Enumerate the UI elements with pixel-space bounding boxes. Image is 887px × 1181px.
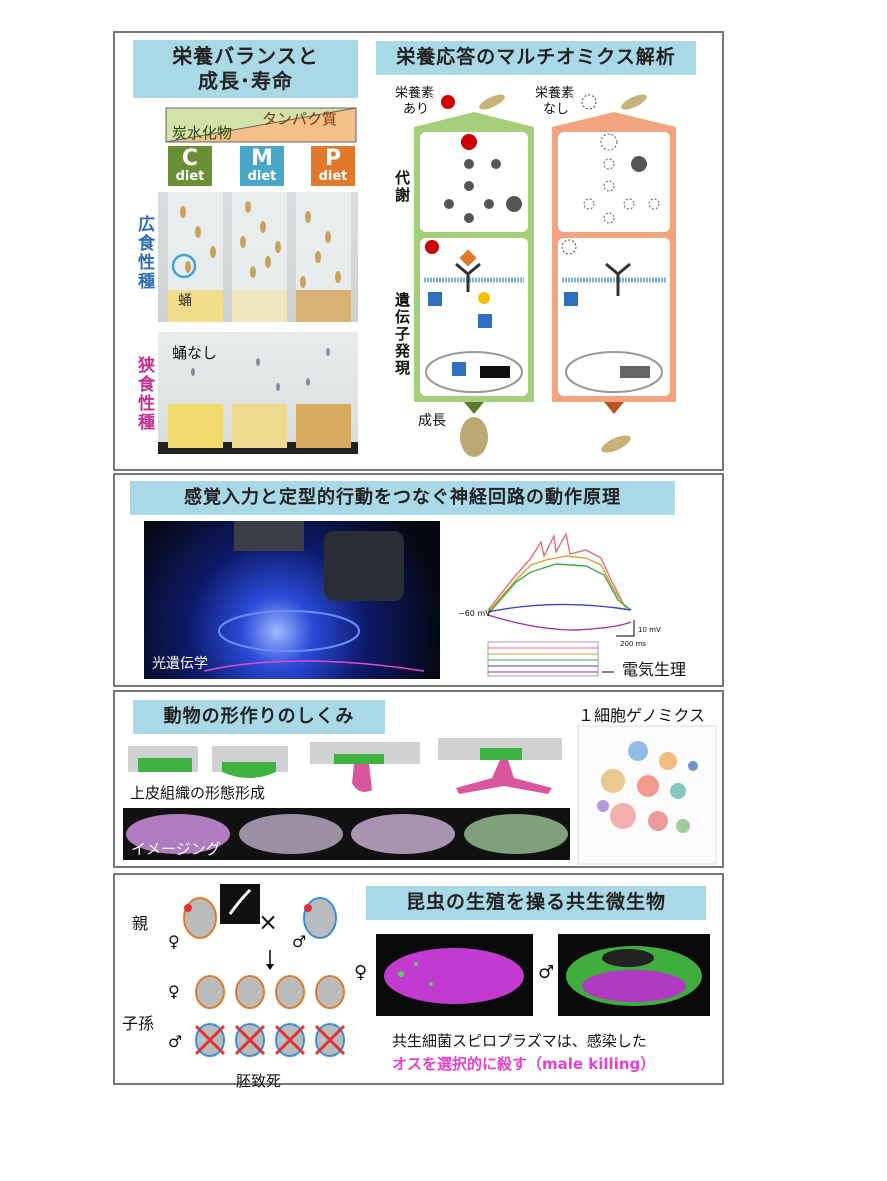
growth-label: 成長 (418, 413, 446, 429)
lethal-label: 胚致死 (236, 1072, 282, 1090)
diet-p-letter: P (324, 146, 342, 171)
imaging-label: イメージング (131, 840, 221, 858)
symbiont-desc-line2: オスを選択的に殺す（male killing） (392, 1055, 656, 1073)
pupa-label: 蛹 (178, 293, 192, 309)
parent-female-symbol: ♀ (168, 932, 180, 951)
diet-m-word: diet (247, 169, 277, 184)
offspring-female-symbol: ♀ (168, 982, 180, 1001)
diet-m-letter: M (251, 146, 273, 171)
diet-p-word: diet (318, 169, 348, 184)
neural-title: 感覚入力と定型的行動をつなぐ神経回路の動作原理 (130, 481, 675, 515)
nutrient-absent-line2: なし (543, 102, 570, 117)
embryo-female-symbol: ♀ (354, 962, 368, 983)
generalist-vials-photo (158, 192, 358, 322)
carb-label: 炭水化物 (172, 124, 233, 142)
diet-c-word: diet (175, 169, 205, 184)
cross-symbol: × (258, 908, 279, 936)
nutrition-title-line2: 成長･寿命 (198, 69, 293, 93)
imaging-strip: イメージング (123, 808, 570, 860)
epithelial-label: 上皮組織の形態形成 (130, 784, 266, 802)
optogenetics-photo: 光遺伝学 (144, 521, 440, 679)
specialist-label: 狭食性種 (134, 356, 154, 432)
mating-cross-drawing (183, 884, 346, 1057)
gene-expression-label: 遺伝子発現 (393, 292, 411, 377)
single-cell-genomics-label: １細胞ゲノミクス (578, 706, 706, 725)
nutrient-gradient-triangle (165, 107, 357, 143)
electrophysiology-label: 電気生理 (622, 660, 687, 679)
morphogenesis-title: 動物の形作りのしくみ (133, 700, 385, 734)
offspring-male-symbol: ♂ (168, 1032, 183, 1051)
electrophysiology-traces (487, 531, 635, 677)
specialist-vials-photo (158, 332, 358, 454)
symbiont-desc-line1: 共生細菌スピロプラズマは、感染した (392, 1032, 647, 1050)
epithelial-morphogenesis-drawing (128, 738, 562, 794)
female-embryo-photo (376, 934, 533, 1016)
diet-m-badge: M diet (240, 146, 284, 186)
nutrient-present-line2: あり (403, 102, 430, 117)
optogenetics-label: 光遺伝学 (152, 656, 208, 672)
generalist-label: 広食性種 (134, 215, 154, 291)
nutrient-absent-line1: 栄養素 (535, 86, 575, 101)
nutrition-title: 栄養バランスと 成長･寿命 (133, 40, 358, 98)
metabolism-label: 代謝 (393, 170, 411, 204)
protein-label: タンパク質 (262, 110, 338, 128)
symbiont-title: 昆虫の生殖を操る共生微生物 (366, 886, 706, 920)
nutrition-title-line1: 栄養バランスと (172, 44, 319, 68)
single-cell-tsne-plot (577, 725, 717, 865)
multiomics-title: 栄養応答のマルチオミクス解析 (376, 41, 696, 75)
parent-label: 親 (132, 914, 149, 933)
male-embryo-photo (558, 934, 710, 1016)
embryo-male-symbol: ♂ (538, 962, 555, 983)
scale-mv-label: 10 mV (638, 626, 661, 634)
scale-ms-label: 200 ms (620, 640, 647, 648)
parent-male-symbol: ♂ (292, 932, 307, 951)
no-pupa-label: 蛹なし (172, 344, 218, 362)
diet-c-letter: C (181, 146, 199, 171)
multiomics-diagram (414, 94, 676, 457)
nutrient-present-line1: 栄養素 (395, 86, 435, 101)
diet-c-badge: C diet (168, 146, 212, 186)
diet-p-badge: P diet (311, 146, 355, 186)
mv-label: −60 mV (458, 609, 491, 618)
offspring-label: 子孫 (122, 1014, 155, 1033)
